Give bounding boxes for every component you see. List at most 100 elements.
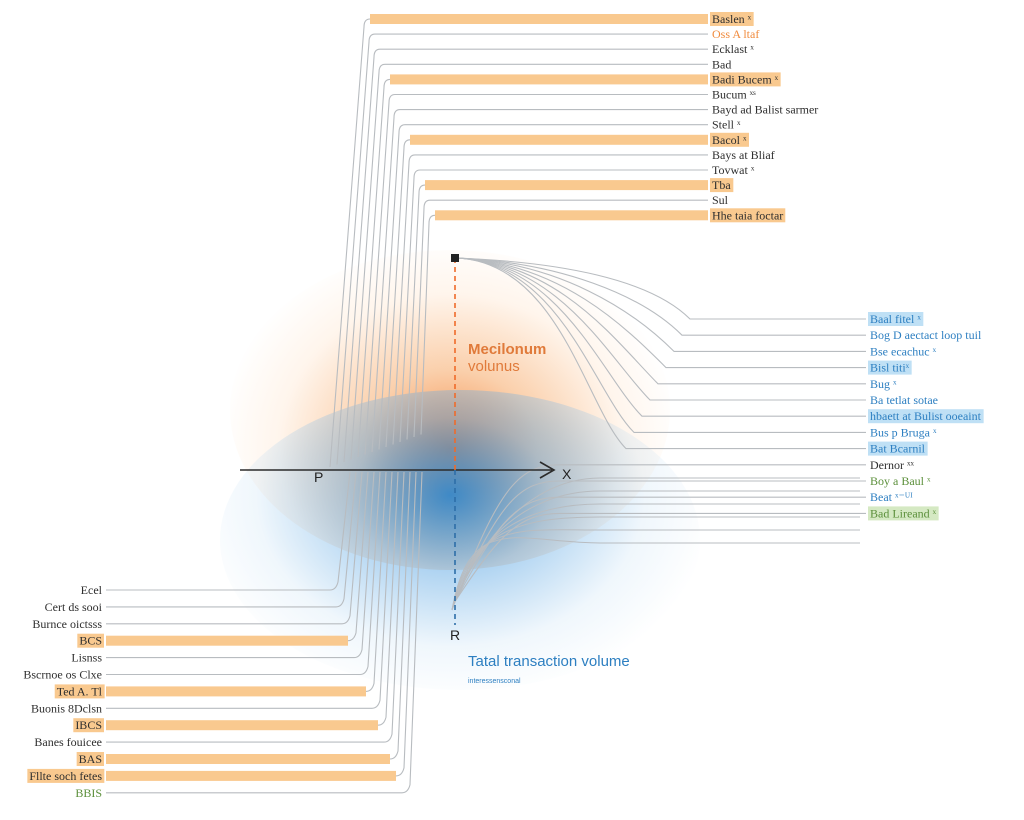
top-flow-line: [378, 124, 708, 450]
right-flow-line: [455, 257, 866, 433]
bottom-label: Cert ds sooi: [45, 600, 103, 614]
x-axis-arrow: [539, 461, 556, 479]
callout-top-line1: Mecilonum: [468, 341, 546, 358]
right-flow-line: [455, 257, 866, 417]
top-flow-line: [406, 184, 708, 440]
bottom-label: Banes fouicee: [34, 735, 102, 749]
right-flow-line: [455, 512, 866, 601]
top-flow-line: [420, 214, 708, 435]
bottom-label: BBIS: [75, 786, 102, 800]
x-axis-label: X: [562, 466, 572, 482]
right-flow-line: [455, 257, 866, 401]
top-label-bg: [710, 178, 734, 193]
top-line-highlight: [390, 74, 708, 85]
right-label: Bisl titiˣ: [870, 361, 910, 375]
bottom-flow-line: [106, 471, 387, 692]
bottom-line-highlight: [106, 754, 390, 764]
lower-fan-line: [451, 516, 860, 611]
bottom-label: BCS: [79, 634, 102, 648]
right-label: Ba tetlat sotae: [870, 393, 938, 407]
label-highlights: [27, 12, 984, 783]
bottom-label: Bscrnoe os Clxe: [23, 668, 102, 682]
top-label: Bays at Bliaf: [712, 148, 775, 162]
callouts: Mecilonum volunus Tatal transaction volu…: [468, 341, 630, 685]
right-label: Baal fitel ˣ: [870, 312, 921, 326]
top-label: Badi Bucem ˣ: [712, 72, 779, 86]
bottom-flow-line: [106, 471, 417, 777]
bottom-label: Ted A. Tl: [57, 684, 103, 698]
right-label: Bse ecachuc ˣ: [870, 344, 937, 358]
bottom-flow-line: [106, 471, 357, 608]
right-label: Bat Bcarnil: [870, 442, 926, 456]
right-label-bg: [868, 506, 939, 521]
y-axis-label: P: [314, 469, 323, 485]
right-flow-line: [455, 257, 866, 450]
bottom-label: Lisnss: [71, 651, 102, 665]
bottom-line-highlight: [106, 720, 378, 731]
top-node-marker: [451, 254, 459, 262]
top-flow-line: [413, 199, 708, 438]
top-flow-line: [343, 48, 708, 463]
top-flow-line: [399, 169, 708, 443]
lower-fan-line: [451, 503, 860, 611]
right-flow-line: [455, 464, 866, 601]
right-label: Bad Lireand ˣ: [870, 506, 937, 520]
bottom-label: Burnce oictsss: [32, 617, 102, 631]
lower-fan-line: [451, 477, 860, 611]
top-flow-line: [350, 63, 708, 460]
bottom-label-bg: [27, 768, 105, 783]
right-label: Bus p Bruga ˣ: [870, 425, 937, 439]
top-line-highlight: [425, 180, 708, 191]
bottom-label-bg: [77, 633, 104, 648]
bottom-flow-line: [106, 471, 363, 625]
bottom-line-highlight: [106, 686, 366, 697]
bottom-label-bg: [76, 752, 104, 766]
bottom-label-bg: [54, 684, 105, 699]
top-flow-line: [392, 154, 708, 445]
top-label: Ecklast ˣ: [712, 42, 754, 56]
callout-bottom-sub: interessensconal: [468, 678, 521, 685]
right-flow-line: [455, 257, 866, 320]
top-label-bg: [710, 208, 786, 223]
bottom-line-highlight: [106, 635, 348, 646]
top-label: Hhe taia foctar: [712, 208, 783, 222]
top-label: Tovwat ˣ: [712, 163, 755, 177]
bottom-label: Buonis 8Dclsn: [31, 701, 102, 715]
lower-fan-line: [451, 490, 860, 611]
right-label: Bug ˣ: [870, 377, 897, 391]
top-line-highlight: [370, 14, 708, 24]
top-flow-line: [371, 109, 708, 453]
bottom-flow-line: [106, 471, 369, 642]
right-label: Beat ˣ⁻ᵁᴵ: [870, 490, 913, 504]
right-label: hbaett at Bulist ooeaint: [870, 409, 982, 423]
bottom-flow-line: [106, 471, 393, 709]
top-line-highlight: [435, 210, 708, 221]
bottom-flow-line: [106, 471, 405, 743]
flow-lines: [106, 18, 866, 794]
top-label: Bad: [712, 57, 731, 71]
lower-fan-line: [451, 529, 860, 611]
bottom-flow-line: [106, 471, 399, 726]
right-flow-line: [455, 257, 866, 369]
callout-top-line2: volunus: [468, 358, 520, 375]
top-flow-line: [329, 18, 708, 468]
top-label-bg: [710, 132, 749, 147]
right-flow-line: [455, 257, 866, 352]
right-label: Dernor ˣˣ: [870, 458, 914, 472]
right-flow-line: [455, 480, 866, 601]
top-flow-line: [364, 93, 708, 455]
top-label: Tba: [712, 178, 731, 192]
top-label-bg: [710, 72, 781, 87]
bottom-flow-line: [106, 471, 411, 760]
right-flow-line: [455, 257, 866, 336]
top-label: Bucum ˣˢ: [712, 88, 756, 102]
lower-fan-line: [451, 537, 860, 611]
bottom-flow-line: [106, 471, 375, 659]
bottom-label-bg: [73, 718, 104, 733]
right-label-bg: [868, 360, 912, 375]
top-label: Bacol ˣ: [712, 133, 747, 147]
callout-bottom: Tatal transaction volume: [468, 653, 630, 670]
bottom-flow-line: [106, 471, 351, 591]
